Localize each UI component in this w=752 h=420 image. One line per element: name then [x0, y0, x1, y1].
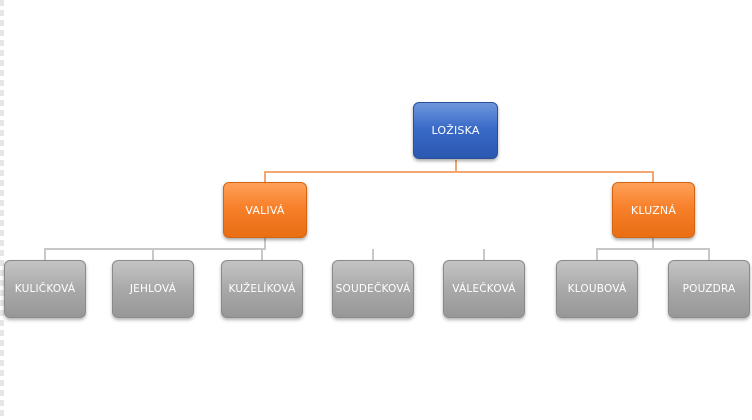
connector-root	[264, 160, 654, 182]
node-leaf[interactable]: JEHLOVÁ	[112, 260, 194, 318]
node-leaf[interactable]: KLOUBOVÁ	[556, 260, 638, 318]
node-category-kluzna[interactable]: KLUZNÁ	[612, 182, 695, 238]
connector-kluzna	[596, 237, 710, 260]
node-leaf[interactable]: POUZDRA	[668, 260, 750, 318]
connector-valiva	[44, 237, 485, 260]
node-leaf[interactable]: KULIČKOVÁ	[4, 260, 86, 318]
node-leaf-label: KULIČKOVÁ	[14, 283, 76, 295]
page-edge-marker	[0, 0, 4, 420]
node-category-label: KLUZNÁ	[630, 203, 677, 217]
node-leaf-label: POUZDRA	[682, 283, 736, 295]
node-leaf-label: JEHLOVÁ	[129, 283, 177, 295]
node-leaf-label: VÁLEČKOVÁ	[452, 283, 516, 295]
node-leaf[interactable]: VÁLEČKOVÁ	[443, 260, 525, 318]
node-leaf-label: KUŽELÍKOVÁ	[228, 283, 296, 295]
node-root-label: LOŽISKA	[431, 124, 480, 137]
node-root[interactable]: LOŽISKA	[413, 102, 498, 159]
node-leaf-label: SOUDEČKOVÁ	[335, 283, 411, 295]
node-leaf[interactable]: SOUDEČKOVÁ	[332, 260, 414, 318]
node-category-label: VALIVÁ	[245, 203, 285, 217]
node-leaf[interactable]: KUŽELÍKOVÁ	[221, 260, 303, 318]
node-leaf-label: KLOUBOVÁ	[567, 283, 627, 295]
node-category-valiva[interactable]: VALIVÁ	[223, 182, 307, 238]
